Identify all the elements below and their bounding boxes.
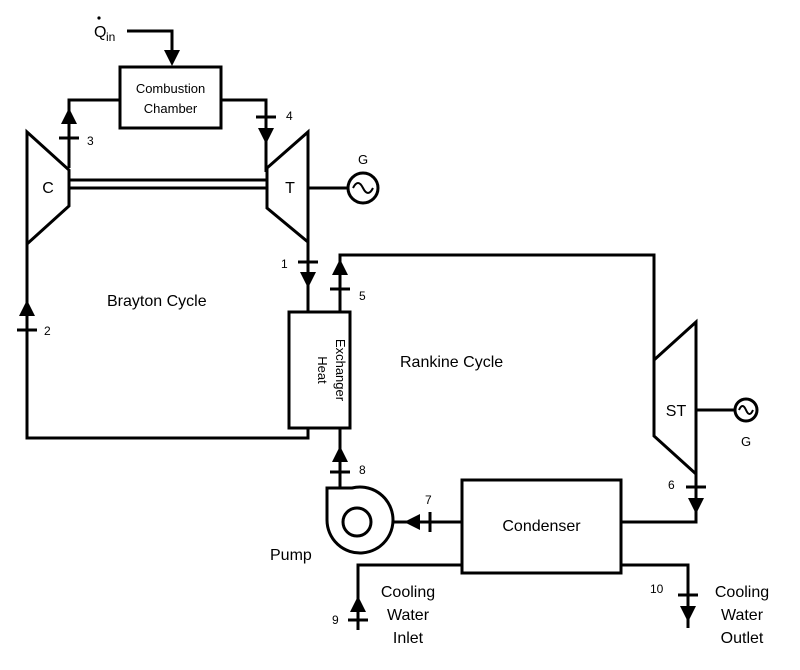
cooling-outlet-line-3: Outlet bbox=[721, 630, 764, 647]
combustion-chamber-label-2: Chamber bbox=[144, 101, 198, 116]
state-point-10: 10 bbox=[650, 582, 664, 596]
steam-turbine: ST bbox=[652, 318, 698, 478]
state-point-3: 3 bbox=[87, 134, 94, 148]
heat-input-symbol: Q bbox=[94, 24, 106, 41]
heat-exchanger-label-2: Exchanger bbox=[333, 339, 348, 402]
compressor-label: C bbox=[42, 180, 54, 197]
flow-arrows bbox=[19, 108, 704, 622]
heat-exchanger-label-1: Heat bbox=[315, 356, 330, 384]
state-point-labels: 1 2 3 4 5 6 7 8 9 10 bbox=[44, 109, 675, 627]
gas-turbine-label: T bbox=[285, 180, 295, 197]
cooling-water-outlet-label: Cooling Water Outlet bbox=[715, 584, 769, 647]
steam-turbine-generator: G bbox=[696, 397, 759, 449]
generator-label-gt: G bbox=[358, 152, 368, 167]
state-point-1: 1 bbox=[281, 257, 288, 271]
heat-input-subscript: in bbox=[106, 30, 115, 44]
state-point-8: 8 bbox=[359, 463, 366, 477]
compressor: C bbox=[25, 128, 71, 248]
cooling-inlet-line-3: Inlet bbox=[393, 630, 424, 647]
state-point-6: 6 bbox=[668, 478, 675, 492]
state-point-ticks bbox=[17, 115, 706, 622]
state-point-4: 4 bbox=[286, 109, 293, 123]
generator-label-st: G bbox=[741, 434, 751, 449]
gas-turbine-generator: G bbox=[308, 152, 380, 205]
condenser: Condenser bbox=[460, 478, 623, 575]
cooling-outlet-line-1: Cooling bbox=[715, 584, 769, 601]
cooling-water-inlet-label: Cooling Water Inlet bbox=[381, 584, 435, 647]
pump-label: Pump bbox=[270, 547, 312, 564]
state-point-2: 2 bbox=[44, 324, 51, 338]
heat-exchanger: Heat Exchanger bbox=[287, 310, 352, 430]
rankine-piping bbox=[338, 253, 698, 630]
brayton-piping bbox=[25, 98, 310, 440]
heat-rate-dot bbox=[97, 16, 101, 20]
steam-turbine-label: ST bbox=[666, 403, 687, 420]
state-point-9: 9 bbox=[332, 613, 339, 627]
brayton-cycle-label: Brayton Cycle bbox=[107, 293, 207, 310]
state-point-7: 7 bbox=[425, 493, 432, 507]
gas-turbine: T bbox=[265, 128, 310, 246]
heat-input: Q in bbox=[94, 16, 180, 66]
condenser-label: Condenser bbox=[502, 518, 581, 535]
combustion-chamber-label-1: Combustion bbox=[136, 81, 205, 96]
cooling-inlet-line-2: Water bbox=[387, 607, 430, 624]
pump: Pump bbox=[270, 485, 395, 564]
state-point-5: 5 bbox=[359, 289, 366, 303]
combustion-chamber: Combustion Chamber bbox=[118, 65, 223, 130]
cooling-inlet-line-1: Cooling bbox=[381, 584, 435, 601]
rankine-cycle-label: Rankine Cycle bbox=[400, 354, 503, 371]
cooling-outlet-line-2: Water bbox=[721, 607, 764, 624]
